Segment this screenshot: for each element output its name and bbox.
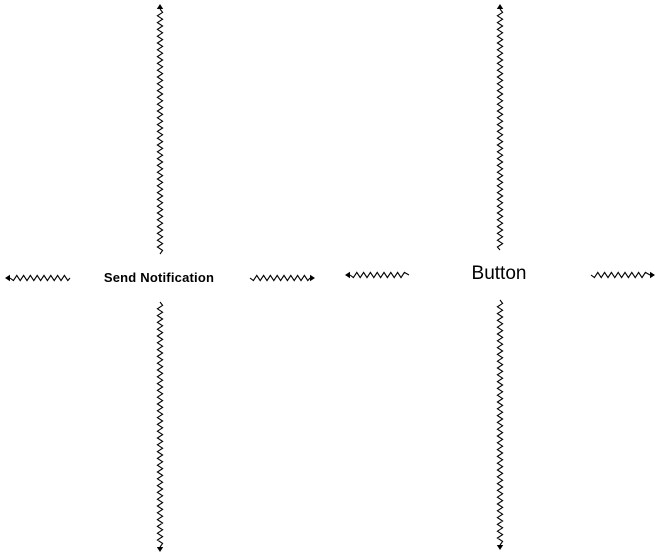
resize-handle-top-left[interactable] (411, 252, 416, 257)
blueprint-spring-right (590, 271, 655, 279)
blueprint-spring-top (496, 4, 504, 251)
constraint-anchor-bottom[interactable] (154, 292, 164, 302)
design-surface[interactable]: Send Notification (2, 2, 318, 554)
constraint-spring-bottom (156, 301, 164, 552)
blueprint-spring-left (345, 271, 410, 279)
constraint-anchor-right[interactable] (580, 269, 589, 278)
resize-handle-bottom-right[interactable] (243, 296, 248, 301)
constraint-spring-left (5, 274, 71, 282)
blueprint-surface[interactable]: Button (342, 2, 658, 554)
resize-handle-top-left[interactable] (72, 255, 77, 260)
constraint-anchor-left[interactable] (69, 272, 79, 282)
blueprint-selection-box: Button (414, 255, 586, 295)
resize-handle-top-right[interactable] (243, 255, 248, 260)
resize-handle-top-right[interactable] (584, 252, 589, 257)
constraint-anchor-right[interactable] (239, 272, 249, 282)
blueprint-button[interactable]: Button (471, 263, 527, 284)
constraint-spring-top (156, 4, 164, 255)
resize-handle-bottom-left[interactable] (411, 293, 416, 298)
send-notification-button[interactable]: Send Notification (80, 263, 238, 291)
selection-box: Send Notification (75, 258, 245, 298)
constraint-anchor-top[interactable] (154, 252, 164, 262)
constraint-spring-right (249, 274, 315, 282)
resize-handle-bottom-left[interactable] (72, 296, 77, 301)
blueprint-spring-bottom (496, 299, 504, 550)
resize-handle-bottom-right[interactable] (584, 293, 589, 298)
